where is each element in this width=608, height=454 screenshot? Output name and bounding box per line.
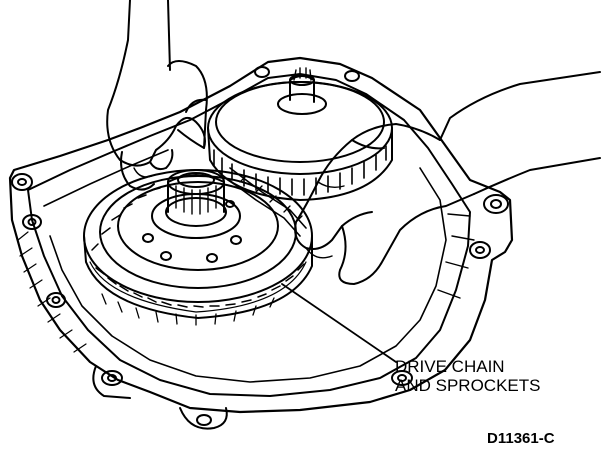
driven-sprocket [207,67,393,201]
callout-label-line-2: AND SPROCKETS [395,376,541,395]
figure-id: D11361-C [487,430,555,447]
left-hand [106,0,208,191]
transaxle-case [8,56,514,430]
callout-label-line-1: DRIVE CHAIN [395,357,505,376]
right-hand [294,71,601,285]
callout-leader-line [281,283,397,363]
drive-chain [89,167,307,326]
drive-sprocket [83,169,313,319]
